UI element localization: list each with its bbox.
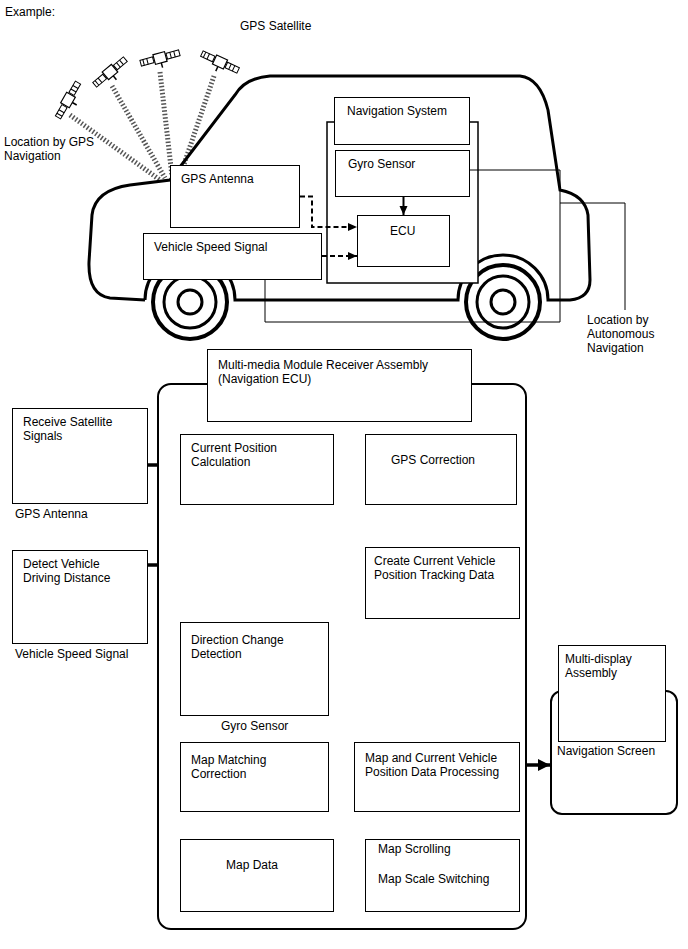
signal-arrow [322, 255, 357, 257]
satellite-symbol [91, 55, 131, 92]
gps-location-label: Location by GPS Navigation [4, 135, 114, 163]
navigation-housing [327, 122, 478, 283]
gps-beams [70, 72, 214, 180]
flow-arrow [403, 197, 405, 215]
box-text: Create Current Vehicle Position Tracking… [374, 554, 511, 582]
box-text: Multi-display Assembly [565, 652, 659, 680]
box-text: Multi-media Module Receiver Assembly (Na… [218, 358, 461, 386]
box-text: Navigation Screen [557, 744, 672, 758]
process-box: Direction Change DetectionGyro Sensor [180, 622, 329, 716]
autonomous-location-label: Location by Autonomous Navigation [587, 313, 685, 355]
box-text: Vehicle Speed Signal [154, 240, 311, 254]
example-label: Example: [5, 5, 85, 19]
box-text: Direction Change Detection [191, 633, 318, 661]
process-box: Map Matching Correction [180, 742, 329, 812]
sensor-box: Gyro Sensor [335, 150, 470, 197]
box-subtext: Gyro Sensor [221, 719, 288, 733]
box-text: Current Position Calculation [191, 441, 323, 469]
box-text: Map Matching Correction [191, 753, 318, 781]
box-text: GPS Correction [391, 453, 506, 467]
process-box: Map ScrollingMap Scale Switching [365, 839, 520, 912]
box-subtext: GPS Antenna [15, 507, 88, 521]
satellite-symbol [54, 80, 87, 122]
box-text: Detect Vehicle Driving Distance [23, 557, 137, 585]
box-text: Gyro Sensor [348, 157, 457, 171]
signal-arrow [300, 197, 357, 228]
ecu-assembly: Multi-media Module Receiver Assembly (Na… [157, 383, 527, 930]
satellite-symbol [139, 48, 182, 73]
satellite-symbol [198, 49, 241, 79]
display-box: Multi-display Assembly [558, 645, 666, 742]
process-box: Map and Current Vehicle Position Data Pr… [354, 742, 520, 812]
box-text: Map Scrolling [378, 842, 507, 856]
box-text: ECU [390, 224, 439, 238]
box-subtext: Vehicle Speed Signal [15, 647, 128, 661]
box-text: Receive Satellite Signals [23, 415, 137, 443]
process-box: GPS Correction [365, 434, 517, 505]
antenna-box: GPS Antenna [170, 165, 300, 228]
heading-box: Multi-media Module Receiver Assembly (Na… [207, 349, 472, 422]
box-text: Navigation System [347, 104, 457, 118]
input-box: Receive Satellite SignalsGPS Antenna [12, 408, 148, 504]
data-box: Map Data [180, 839, 334, 912]
box-subtext: Map Scale Switching [378, 872, 507, 886]
signal-box: Vehicle Speed Signal [143, 233, 322, 280]
box-text: GPS Antenna [181, 172, 289, 186]
process-box: Create Current Vehicle Position Tracking… [365, 547, 520, 619]
satellite-label: GPS Satellite [240, 19, 340, 33]
display-screen: Navigation ScreenMulti-display Assembly [550, 690, 678, 815]
input-box: Detect Vehicle Driving DistanceVehicle S… [12, 550, 148, 644]
ecu-box: ECU [357, 215, 450, 267]
system-box: Navigation System [334, 97, 470, 145]
box-text: Map and Current Vehicle Position Data Pr… [365, 751, 509, 779]
process-box: Current Position Calculation [180, 434, 334, 505]
box-text: Map Data [226, 858, 323, 872]
